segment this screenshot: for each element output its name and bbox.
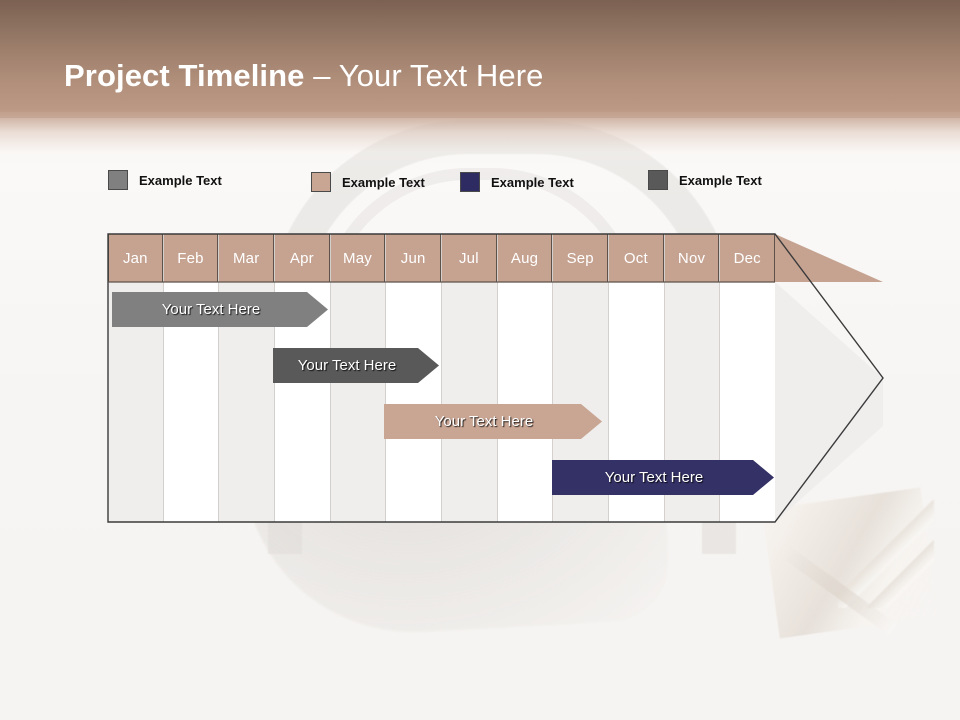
legend: Example Text Example Text Example Text E… [108, 168, 828, 196]
task-bar-label: Your Text Here [161, 301, 261, 318]
legend-item-3[interactable]: Example Text [460, 172, 574, 192]
month-header-label: Dec [720, 234, 776, 282]
task-bar-4[interactable]: Your Text Here [552, 460, 774, 495]
legend-swatch-icon [108, 170, 128, 190]
legend-item-1[interactable]: Example Text [108, 170, 222, 190]
month-column-aug[interactable]: Aug [497, 234, 554, 522]
month-header-label: Nov [664, 234, 720, 282]
month-column-jun[interactable]: Jun [386, 234, 443, 522]
legend-item-4[interactable]: Example Text [648, 170, 762, 190]
page-title-separator: – [304, 58, 339, 93]
month-header-label: Oct [609, 234, 664, 282]
gantt-chart: Jan Feb Mar Apr May [107, 233, 884, 523]
task-bar-label: Your Text Here [297, 357, 397, 374]
month-column-body [497, 282, 553, 522]
legend-swatch-icon [460, 172, 480, 192]
month-header-label: May [330, 234, 386, 282]
page-title: Project Timeline – Your Text Here [64, 58, 543, 94]
month-column-body [386, 282, 442, 522]
task-bar-shape [112, 292, 328, 327]
task-bar-label: Your Text Here [434, 413, 534, 430]
legend-item-2[interactable]: Example Text [311, 172, 425, 192]
month-column-may[interactable]: May [330, 234, 387, 522]
gantt-month-grid: Jan Feb Mar Apr May [108, 234, 776, 522]
month-column-jul[interactable]: Jul [442, 234, 498, 522]
gantt-outline-shape [107, 233, 884, 523]
gantt-frame: Jan Feb Mar Apr May [107, 233, 884, 523]
month-header-label: Feb [163, 234, 219, 282]
legend-item-label: Example Text [491, 174, 574, 190]
header-band [0, 0, 960, 118]
month-header-label: Jun [386, 234, 442, 282]
task-bar-2[interactable]: Your Text Here [273, 348, 439, 383]
legend-swatch-icon [648, 170, 668, 190]
legend-item-label: Example Text [679, 172, 762, 188]
month-header-label: Aug [497, 234, 553, 282]
task-bar-shape [552, 460, 774, 495]
month-header-label: Jan [108, 234, 163, 282]
month-header-label: Jul [442, 234, 497, 282]
month-column-body [442, 282, 497, 522]
month-header-label: Apr [275, 234, 330, 282]
legend-item-label: Example Text [342, 174, 425, 190]
legend-swatch-icon [311, 172, 331, 192]
legend-item-label: Example Text [139, 172, 222, 188]
page-title-light: Your Text Here [338, 58, 544, 93]
month-header-label: Mar [219, 234, 275, 282]
task-bar-3[interactable]: Your Text Here [384, 404, 602, 439]
task-bar-1[interactable]: Your Text Here [112, 292, 328, 327]
task-bar-shape [273, 348, 439, 383]
header-fade [0, 112, 960, 166]
watermark-key-shaft [781, 546, 897, 636]
month-column-body [330, 282, 386, 522]
page-title-strong: Project Timeline [64, 58, 305, 93]
month-column-feb[interactable]: Feb [163, 234, 220, 522]
month-header-label: Sep [553, 234, 609, 282]
task-bar-label: Your Text Here [604, 469, 704, 486]
task-bar-shape [384, 404, 602, 439]
